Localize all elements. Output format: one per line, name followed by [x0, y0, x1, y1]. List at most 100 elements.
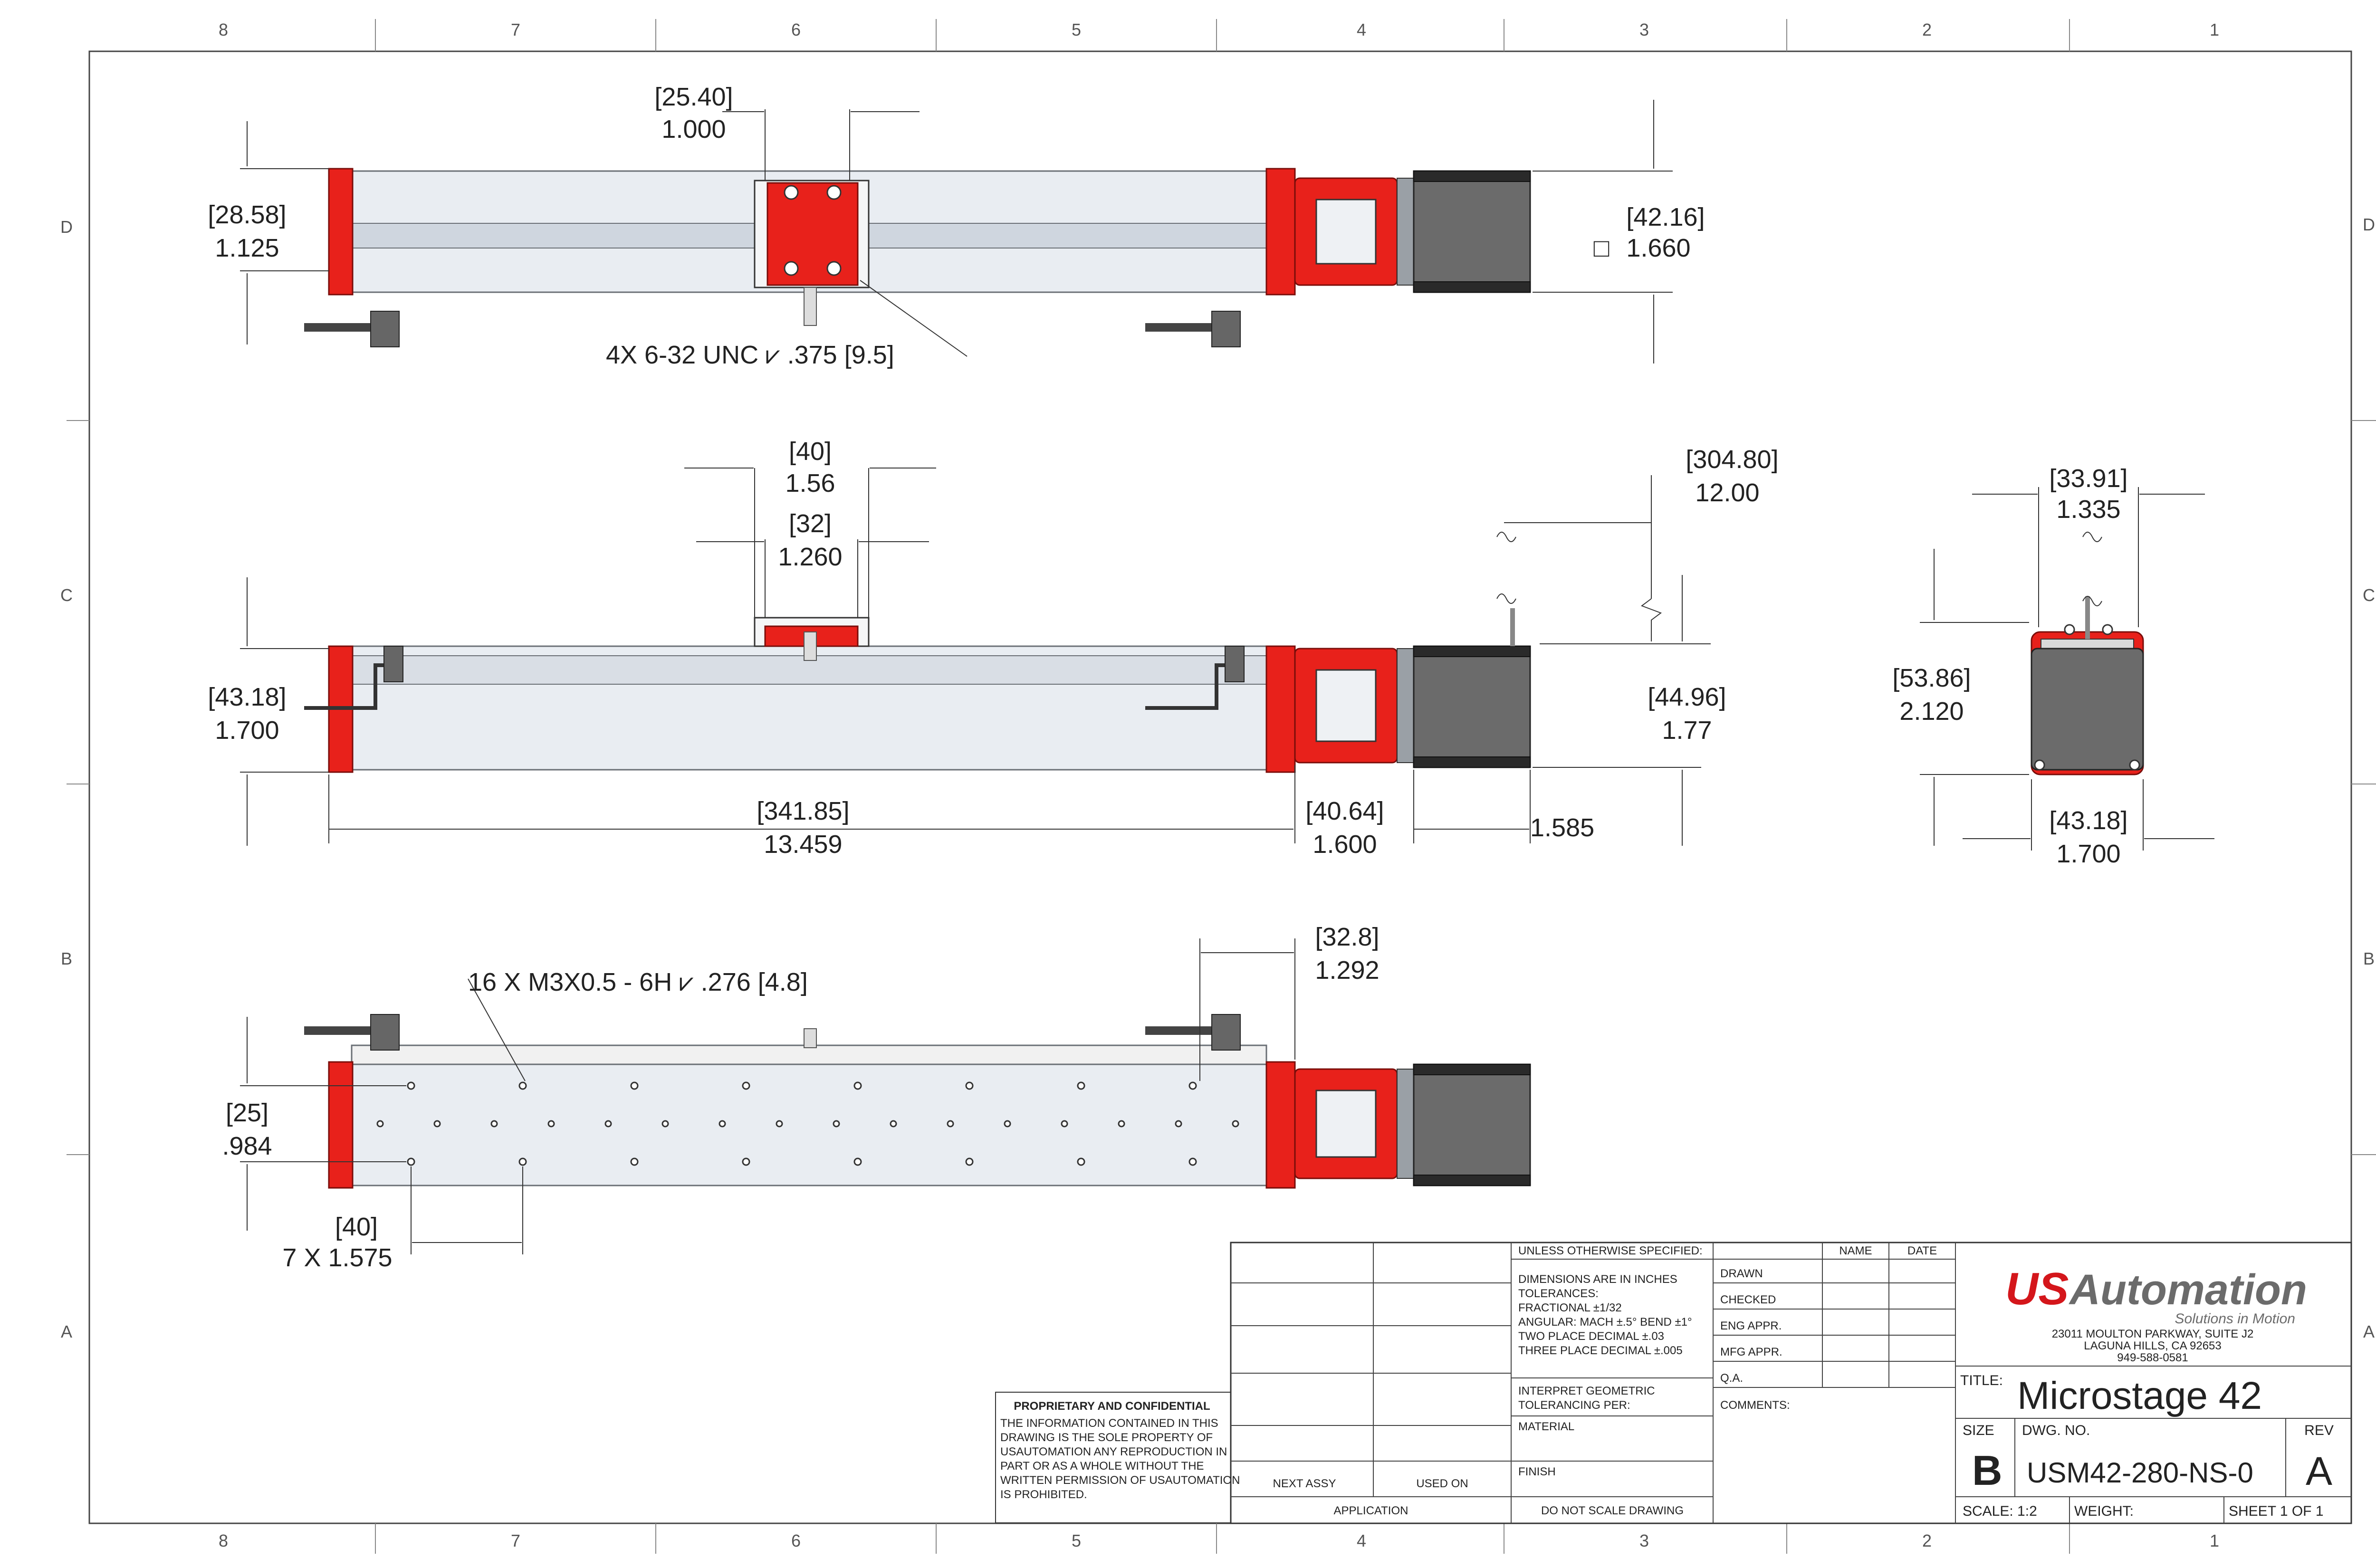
weight-label: WEIGHT:	[2074, 1503, 2134, 1519]
zone-row-c-right: C	[2363, 585, 2375, 605]
carriage-width-in: 1.000	[661, 115, 726, 143]
zone-row-b-left: B	[61, 949, 72, 968]
side-motor	[1413, 645, 1531, 768]
body-height-in: 1.700	[215, 716, 279, 745]
tolerance-line-1: DIMENSIONS ARE IN INCHES	[1518, 1273, 1677, 1286]
tolerance-line-5: TWO PLACE DECIMAL ±.03	[1518, 1330, 1664, 1343]
interpret-line-2: TOLERANCING PER:	[1518, 1399, 1630, 1412]
length-in: 13.459	[764, 830, 842, 859]
address-line-3: 949-588-0581	[2117, 1351, 2188, 1364]
zone-col-7-bottom: 7	[511, 1531, 520, 1550]
address-line-1: 23011 MOULTON PARKWAY, SUITE J2	[2052, 1328, 2254, 1340]
body-height-mm: [43.18]	[208, 683, 286, 711]
tolerance-line-2: TOLERANCES:	[1518, 1287, 1599, 1300]
tolerance-line-4: ANGULAR: MACH ±.5° BEND ±1°	[1518, 1316, 1692, 1329]
motor-height-mm: [44.96]	[1648, 683, 1726, 711]
logo-us: US	[2005, 1263, 2069, 1314]
top-motor	[1413, 170, 1531, 293]
role-eng-appr: ENG APPR.	[1720, 1319, 1782, 1332]
zone-col-2-top: 2	[1922, 20, 1932, 39]
name-column-header: NAME	[1839, 1244, 1872, 1257]
size-label: SIZE	[1963, 1423, 1994, 1438]
zone-row-a-right: A	[2363, 1322, 2375, 1341]
logo-tagline: Solutions in Motion	[2175, 1311, 2295, 1327]
role-mfg-appr: MFG APPR.	[1720, 1346, 1782, 1358]
end-height-in: 2.120	[1899, 697, 1964, 726]
zone-col-5-bottom: 5	[1072, 1531, 1081, 1550]
proprietary-line-3: USAUTOMATION ANY REPRODUCTION IN	[1000, 1445, 1227, 1458]
tolerance-line-6: THREE PLACE DECIMAL ±.005	[1518, 1344, 1683, 1357]
spacing-mm: [40]	[335, 1213, 378, 1241]
sheet-size: B	[1972, 1447, 2002, 1494]
end-height-mm: [53.86]	[1892, 664, 1971, 692]
plate-inner-in: 1.260	[778, 543, 842, 571]
travel-in: 12.00	[1695, 478, 1759, 507]
bottom-rail-body	[351, 1063, 1267, 1186]
dwg-number: USM42-280-NS-0	[2027, 1457, 2253, 1489]
tapped-holes-note: 4X 6-32 UNC ⩗ .375 [9.5]	[606, 341, 894, 369]
motor-square-symbol: □	[1594, 234, 1610, 262]
zone-col-6-bottom: 6	[791, 1531, 801, 1550]
material-label: MATERIAL	[1518, 1420, 1574, 1433]
next-assy-label: NEXT ASSY	[1273, 1477, 1336, 1490]
zone-ticks	[67, 19, 2376, 1554]
zone-col-8-bottom: 8	[219, 1531, 228, 1550]
proprietary-note: PROPRIETARY AND CONFIDENTIAL THE INFORMA…	[995, 1392, 1240, 1523]
zone-col-3-top: 3	[1639, 20, 1649, 39]
zone-col-1-bottom: 1	[2210, 1531, 2219, 1550]
plate-inner-mm: [32]	[789, 509, 832, 538]
plate-outer-in: 1.56	[785, 469, 835, 497]
zone-col-6-top: 6	[791, 20, 801, 39]
rev-label: REV	[2304, 1423, 2334, 1438]
motor-height-in: 1.77	[1662, 716, 1712, 745]
tolerance-line-3: FRACTIONAL ±1/32	[1518, 1301, 1622, 1314]
motor-len-in: 1.585	[1530, 813, 1594, 842]
bottom-view: 16 X M3X0.5 - 6H ⩗ .276 [4.8] [32.8] 1.2…	[222, 923, 1531, 1272]
date-column-header: DATE	[1907, 1244, 1937, 1257]
zone-row-c-left: C	[60, 585, 73, 605]
role-drawn: DRAWN	[1720, 1267, 1763, 1280]
end-width-top-in: 1.335	[2056, 495, 2120, 524]
motor-square-mm: [42.16]	[1626, 203, 1705, 231]
interpret-line-1: INTERPRET GEOMETRIC	[1518, 1385, 1655, 1397]
top-end-cap-left	[328, 168, 354, 296]
title-label: TITLE:	[1960, 1373, 2003, 1388]
end-view: [33.91] 1.335 [53.86] 2.120 [43.18] 1.70…	[1892, 464, 2214, 868]
finish-label: FINISH	[1518, 1465, 1556, 1478]
spacing-in: 7 X 1.575	[282, 1243, 392, 1272]
used-on-label: USED ON	[1416, 1477, 1468, 1490]
do-not-scale-label: DO NOT SCALE DRAWING	[1541, 1504, 1684, 1517]
revision: A	[2306, 1449, 2332, 1493]
dwg-no-label: DWG. NO.	[2022, 1423, 2090, 1438]
length-mm: [341.85]	[757, 797, 849, 825]
rail-height-in: 1.125	[215, 234, 279, 262]
zone-col-8-top: 8	[219, 20, 228, 39]
pitch-mm: [25]	[226, 1099, 268, 1127]
offset-mm: [32.8]	[1315, 923, 1379, 951]
comments-label: COMMENTS:	[1720, 1399, 1790, 1412]
side-view: [40] 1.56 [32] 1.260 [304.80] 12.00 [43.…	[208, 437, 1778, 859]
end-width-top-mm: [33.91]	[2049, 464, 2127, 493]
role-qa: Q.A.	[1720, 1372, 1743, 1385]
end-view-motor	[2031, 648, 2144, 771]
title-block: NEXT ASSY USED ON APPLICATION DO NOT SCA…	[1230, 1242, 2352, 1524]
mounting-holes	[376, 1081, 1239, 1166]
motor-square-in: 1.660	[1626, 234, 1690, 262]
pitch-in: .984	[222, 1132, 272, 1160]
top-end-cap-right	[1265, 168, 1296, 296]
side-end-cap-right	[1265, 645, 1296, 773]
zone-col-4-top: 4	[1357, 20, 1366, 39]
scale-label: SCALE: 1:2	[1963, 1503, 2037, 1519]
zone-row-a-left: A	[61, 1322, 72, 1341]
drawing-title: Microstage 42	[2017, 1374, 2262, 1417]
zone-col-1-top: 1	[2210, 20, 2219, 39]
bottom-end-cap-right	[1265, 1061, 1296, 1189]
zone-row-d-right: D	[2363, 215, 2375, 234]
rail-height-mm: [28.58]	[208, 201, 286, 229]
company-logo: US Automation	[2005, 1263, 2307, 1314]
carriage-width-mm: [25.40]	[654, 83, 733, 111]
bottom-end-cap-left	[328, 1061, 354, 1189]
address-line-2: LAGUNA HILLS, CA 92653	[2084, 1339, 2222, 1352]
zone-row-b-right: B	[2363, 949, 2375, 968]
